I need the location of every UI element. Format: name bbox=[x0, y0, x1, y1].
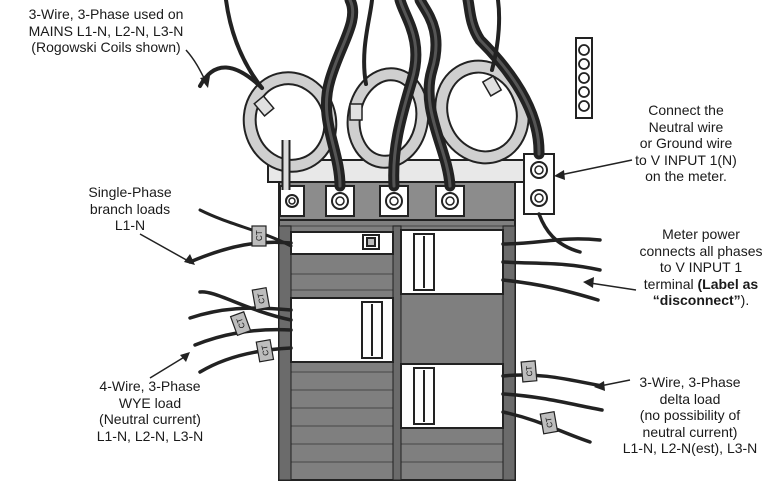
ct-label: CT bbox=[524, 365, 534, 377]
ct-label: CT bbox=[255, 230, 264, 241]
label-meter-line: to V INPUT 1 bbox=[659, 259, 743, 275]
label-wye-line: 4-Wire, 3-Phase bbox=[99, 378, 201, 394]
branch-wires bbox=[188, 208, 604, 444]
label-neutral-line: Connect the bbox=[648, 102, 724, 118]
label-mains: 3-Wire, 3-Phase used on MAINS L1-N, L2-N… bbox=[12, 6, 200, 56]
label-wye: 4-Wire, 3-Phase WYE load (Neutral curren… bbox=[70, 378, 230, 444]
label-meter-line: Meter power bbox=[662, 226, 740, 242]
ct-label: CT bbox=[256, 292, 267, 304]
ground-bar bbox=[575, 37, 593, 119]
ct-tag-delta-1: CT bbox=[520, 360, 538, 383]
label-delta-line: neutral current) bbox=[642, 423, 738, 440]
label-neutral-line: to V INPUT 1(N) bbox=[635, 151, 737, 168]
label-delta-line: delta load bbox=[659, 390, 721, 407]
label-neutral-line: on the meter. bbox=[645, 168, 727, 184]
label-delta-line: (no possibility of bbox=[639, 407, 741, 423]
label-mains-line: 3-Wire, 3-Phase used on bbox=[28, 6, 184, 22]
label-meter-line: connects all phases bbox=[639, 242, 763, 259]
label-neutral-line: Neutral wire bbox=[648, 118, 724, 135]
ct-tag-single: CT bbox=[251, 225, 267, 247]
label-meter-line: “disconnect”). bbox=[620, 292, 782, 309]
label-neutral: Connect the Neutral wire or Ground wire … bbox=[612, 102, 760, 185]
label-wye-line: WYE load bbox=[118, 394, 182, 411]
label-wye-line: L1-N, L2-N, L3-N bbox=[96, 427, 204, 444]
ct-tags: CT CT CT CT CT CT bbox=[229, 225, 559, 435]
ct-tag-wye-3: CT bbox=[255, 339, 275, 363]
neutral-terminal-block bbox=[523, 153, 555, 215]
label-meter-plain: terminal bbox=[643, 275, 698, 292]
ct-tag-wye-1: CT bbox=[251, 287, 271, 311]
label-single-line: branch loads bbox=[89, 200, 171, 217]
label-meter-bold: “disconnect” bbox=[652, 292, 741, 308]
label-delta: 3-Wire, 3-Phase delta load (no possibili… bbox=[602, 374, 778, 457]
label-meter-bold: (Label as bbox=[697, 275, 759, 292]
label-mains-line: MAINS L1-N, L2-N, L3-N bbox=[28, 22, 184, 39]
ct-label: CT bbox=[544, 416, 555, 428]
label-single-line: L1-N bbox=[114, 217, 146, 233]
breaker-panel bbox=[278, 175, 516, 481]
ct-tag-delta-2: CT bbox=[539, 411, 559, 435]
mains-wires bbox=[198, 0, 545, 192]
ct-label: CT bbox=[260, 344, 271, 356]
ct-tag-wye-2: CT bbox=[229, 311, 252, 337]
label-single-phase: Single-Phase branch loads L1-N bbox=[70, 184, 190, 234]
label-delta-line: L1-N, L2-N(est), L3-N bbox=[622, 440, 758, 456]
breakers bbox=[290, 229, 504, 429]
label-meter-power: Meter power connects all phases to V INP… bbox=[620, 226, 782, 309]
label-delta-line: 3-Wire, 3-Phase bbox=[639, 374, 741, 390]
label-mains-line: (Rogowski Coils shown) bbox=[31, 39, 181, 55]
label-neutral-line: or Ground wire bbox=[639, 135, 733, 151]
label-meter-plain: ). bbox=[740, 292, 750, 308]
ct-label: CT bbox=[235, 316, 247, 329]
label-meter-line: terminal (Label as bbox=[620, 276, 782, 293]
label-single-line: Single-Phase bbox=[88, 184, 172, 200]
pointer-arrows bbox=[139, 49, 637, 391]
label-wye-line: (Neutral current) bbox=[99, 411, 201, 427]
